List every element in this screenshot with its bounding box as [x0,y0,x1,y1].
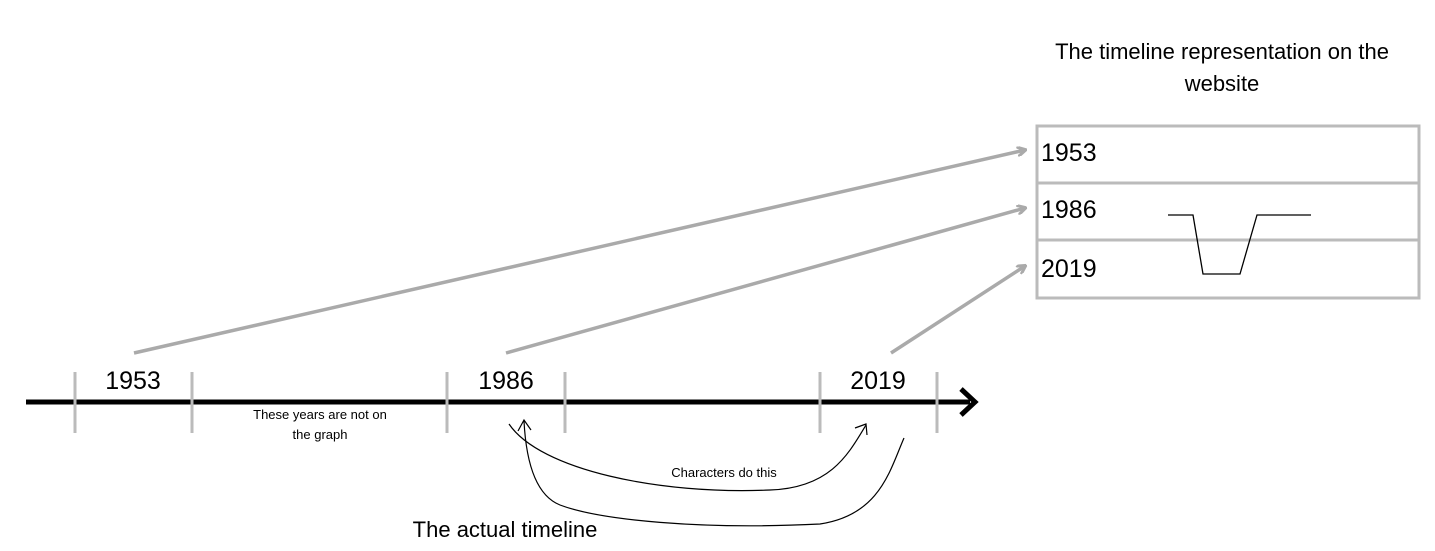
panel-title-line1: The timeline representation on the [1055,39,1389,64]
timeline-caption: The actual timeline [413,517,598,542]
time-travel-curve-forward [508,423,867,492]
panel-year-2019: 2019 [1041,255,1097,283]
connector-arrow-1986 [505,208,1025,355]
timeline-ticks [73,372,939,433]
back-arrowhead-icon [517,418,532,432]
characters-note: Characters do this [671,465,777,480]
gap-note-line1: These years are not on [253,407,387,422]
connector-arrow-1953 [133,150,1025,355]
connector-arrow-2019 [890,266,1025,355]
panel-title-line2: website [1184,71,1260,96]
panel-trajectory-line [1168,214,1311,275]
time-travel-curve-back [523,420,905,527]
timeline-year-1986: 1986 [478,367,534,395]
timeline-year-2019: 2019 [850,367,906,395]
axis-arrowhead-icon [959,387,979,417]
panel-year-1986: 1986 [1041,196,1097,224]
forward-arrowhead-icon [854,423,868,436]
panel-year-1953: 1953 [1041,139,1097,167]
gap-note-line2: the graph [293,427,348,442]
website-panel: 1953 1986 2019 [1035,124,1421,300]
timeline-year-1953: 1953 [105,367,161,395]
panel-row-2019 [1035,238,1421,300]
